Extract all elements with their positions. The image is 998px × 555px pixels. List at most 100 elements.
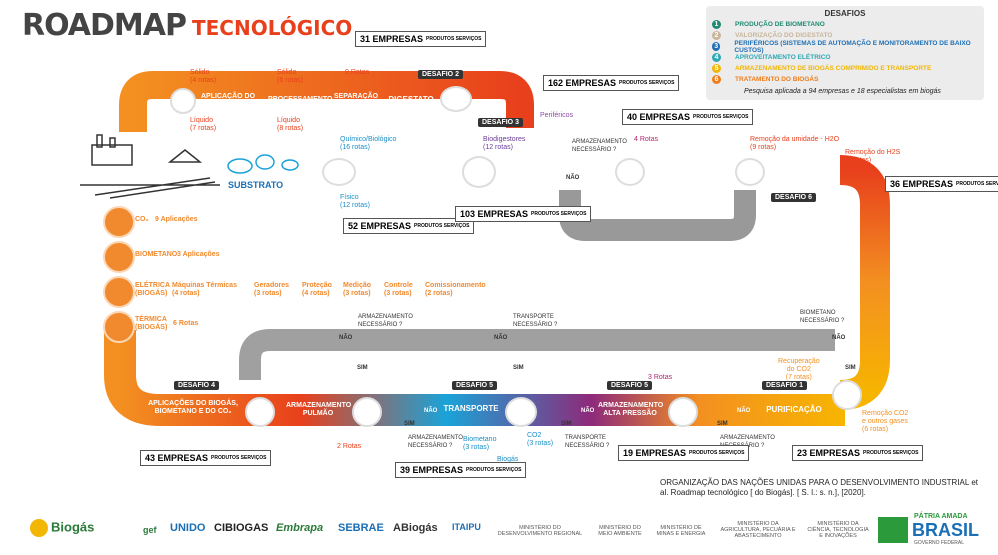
pipe-right — [839, 155, 890, 410]
label-solido4: Sólido (4 rotas) — [190, 69, 217, 84]
label-liquido7: Líquido (7 rotas) — [190, 117, 217, 132]
stage-separacao: SEPARAÇÃO DE FASES — [333, 93, 379, 108]
label-quimico: Químico/Biológico (16 rotas) — [340, 136, 397, 151]
purificacao-icon — [832, 380, 862, 410]
desafio-badge: DESAFIO 5 — [607, 381, 652, 390]
desafio-badge: DESAFIO 2 — [418, 70, 463, 79]
termica-icon — [103, 311, 135, 343]
label-nao: NÃO — [566, 175, 580, 181]
label-rotas4: 4 Rotas — [634, 136, 659, 143]
aplicacoes-icon — [245, 397, 275, 427]
eletrica-item: Geradores(3 rotas) — [254, 282, 290, 297]
label-rotas2: 2 Rotas — [337, 443, 362, 450]
label-transp-necessario-2: TRANSPORTE NECESSÁRIO ? — [565, 435, 610, 449]
label-arm-necessario-3: ARMAZENAMENTO NECESSÁRIO ? — [408, 435, 463, 449]
stage-armazenamento-alta: ARMAZENAMENTO ALTA PRESSÃO — [598, 402, 664, 417]
footer: Biogás gef UNIDO CIBIOGAS Embrapa SEBRAE… — [0, 505, 998, 555]
label-sim: SIM — [845, 365, 856, 371]
governo-federal: GOVERNO FEDERAL — [914, 540, 965, 546]
label-recuperacao-co2: Recuperação do CO2 (7 rotas) — [778, 358, 820, 381]
pipe-gray-mid — [239, 329, 835, 380]
pipe-digestato — [119, 71, 534, 132]
digestato-icon — [440, 86, 472, 112]
digestao-icon — [462, 156, 496, 188]
label-nao: NÃO — [424, 408, 438, 414]
alta-pressao-icon — [668, 397, 698, 427]
pre-tratamento-icon — [322, 158, 356, 186]
label-co2-3: CO2 (3 rotas) — [527, 432, 554, 447]
stage-processamento: PROCESSAMENTO — [268, 96, 333, 103]
label-remocao-umidade: Remoção da umidade - H2O (9 rotas) — [750, 136, 840, 151]
label-transp-necessario-1: TRANSPORTE NECESSÁRIO ? — [513, 314, 558, 328]
label-sim: SIM — [404, 421, 415, 427]
desafios-header: DESAFIOS — [824, 9, 866, 18]
desafio-badge: DESAFIO 4 — [174, 381, 219, 390]
pipe-bottom — [104, 330, 845, 426]
substrato-label: SUBSTRATO — [228, 180, 284, 190]
eletrica-item: Proteção(4 rotas) — [302, 282, 332, 297]
stage-armazenamento-pulmao: ARMAZENAMENTO PULMÃO — [286, 402, 352, 417]
side-desc: 6 Rotas — [173, 320, 199, 327]
label-sim: SIM — [587, 164, 598, 170]
ministerio: MINISTÉRIO DA CIÊNCIA, TECNOLOGIA E INOV… — [807, 521, 869, 539]
co2-icon — [103, 206, 135, 238]
label-biometano-necessario: BIOMETANO NECESSÁRIO ? — [800, 310, 845, 324]
biofertilizante-icon — [170, 88, 196, 114]
label-sim: SIM — [513, 365, 524, 371]
label-nao: NÃO — [581, 408, 595, 414]
label-remocao-co2: Remoção CO2 e outros gases (6 rotas) — [862, 410, 909, 433]
logo-itaipu: ITAIPU — [452, 522, 481, 532]
stage-armazenamento-baixa: ARMAZENAMENTO BAIXA PRESSÃO — [645, 162, 711, 177]
logo-embrapa: Embrapa — [276, 522, 324, 534]
side-name: TÉRMICA (BIOGÁS) — [135, 316, 168, 331]
stage-digestato: DIGESTATO — [388, 95, 434, 104]
label-fisico: Físico (12 rotas) — [340, 194, 370, 209]
eletrica-item: Medição(3 rotas) — [343, 282, 372, 297]
desafio-badge: DESAFIO 5 — [452, 381, 497, 390]
brasil-flag-icon — [878, 517, 908, 543]
label-biometano3: Biometano (3 rotas) — [463, 436, 497, 451]
logo-abiogas: ABiogás — [393, 522, 438, 534]
label-biodigestores: Biodigestores (12 rotas) — [483, 136, 526, 151]
side-desc: 3 Aplicações — [177, 251, 220, 258]
label-sim: SIM — [561, 421, 572, 427]
stage-pre-tratamento: PRÉ-TRATAMENTO — [362, 165, 418, 182]
label-nao: NÃO — [737, 408, 751, 414]
side-desc: 9 Aplicações — [155, 216, 198, 223]
biometano-icon — [103, 241, 135, 273]
ministerio: MINISTÉRIO DO DESENVOLVIMENTO REGIONAL — [497, 525, 583, 537]
label-solido6: Sólido (6 rotas) — [277, 69, 304, 84]
stage-tratamento: TRATAMENTO DO BIOGÁS — [765, 159, 821, 176]
stage-aplicacao-biofertilizante: APLICAÇÃO DO BIOFERTILIZANTE — [196, 93, 260, 108]
side-name: ELÉTRICA (BIOGÁS) — [135, 282, 170, 297]
ministerio: MINISTÉRIO DA AGRICULTURA, PECUÁRIA E AB… — [720, 521, 796, 539]
desafio-badge: DESAFIO 6 — [771, 193, 816, 202]
label-liquido8: Líquido (8 rotas) — [277, 117, 304, 132]
ministerio: MINISTÉRIO DE MINAS E ENERGIA — [656, 525, 706, 537]
label-perifericos: Periféricos — [540, 112, 574, 119]
tratamento-icon — [735, 158, 765, 186]
stage-digestao: DIGESTÃO ANAERÓBIA — [495, 159, 545, 176]
eletrica-item: Comissionamento(2 rotas) — [425, 282, 486, 297]
brasil-label: BRASIL — [912, 520, 979, 540]
label-nao: NÃO — [339, 335, 353, 341]
side-name: BIOMETANO — [135, 251, 178, 258]
logo-biogas: Biogás — [30, 519, 94, 537]
citation: ORGANIZAÇÃO DAS NAÇÕES UNIDAS PARA O DES… — [660, 478, 978, 497]
label-nao: NÃO — [832, 335, 846, 341]
